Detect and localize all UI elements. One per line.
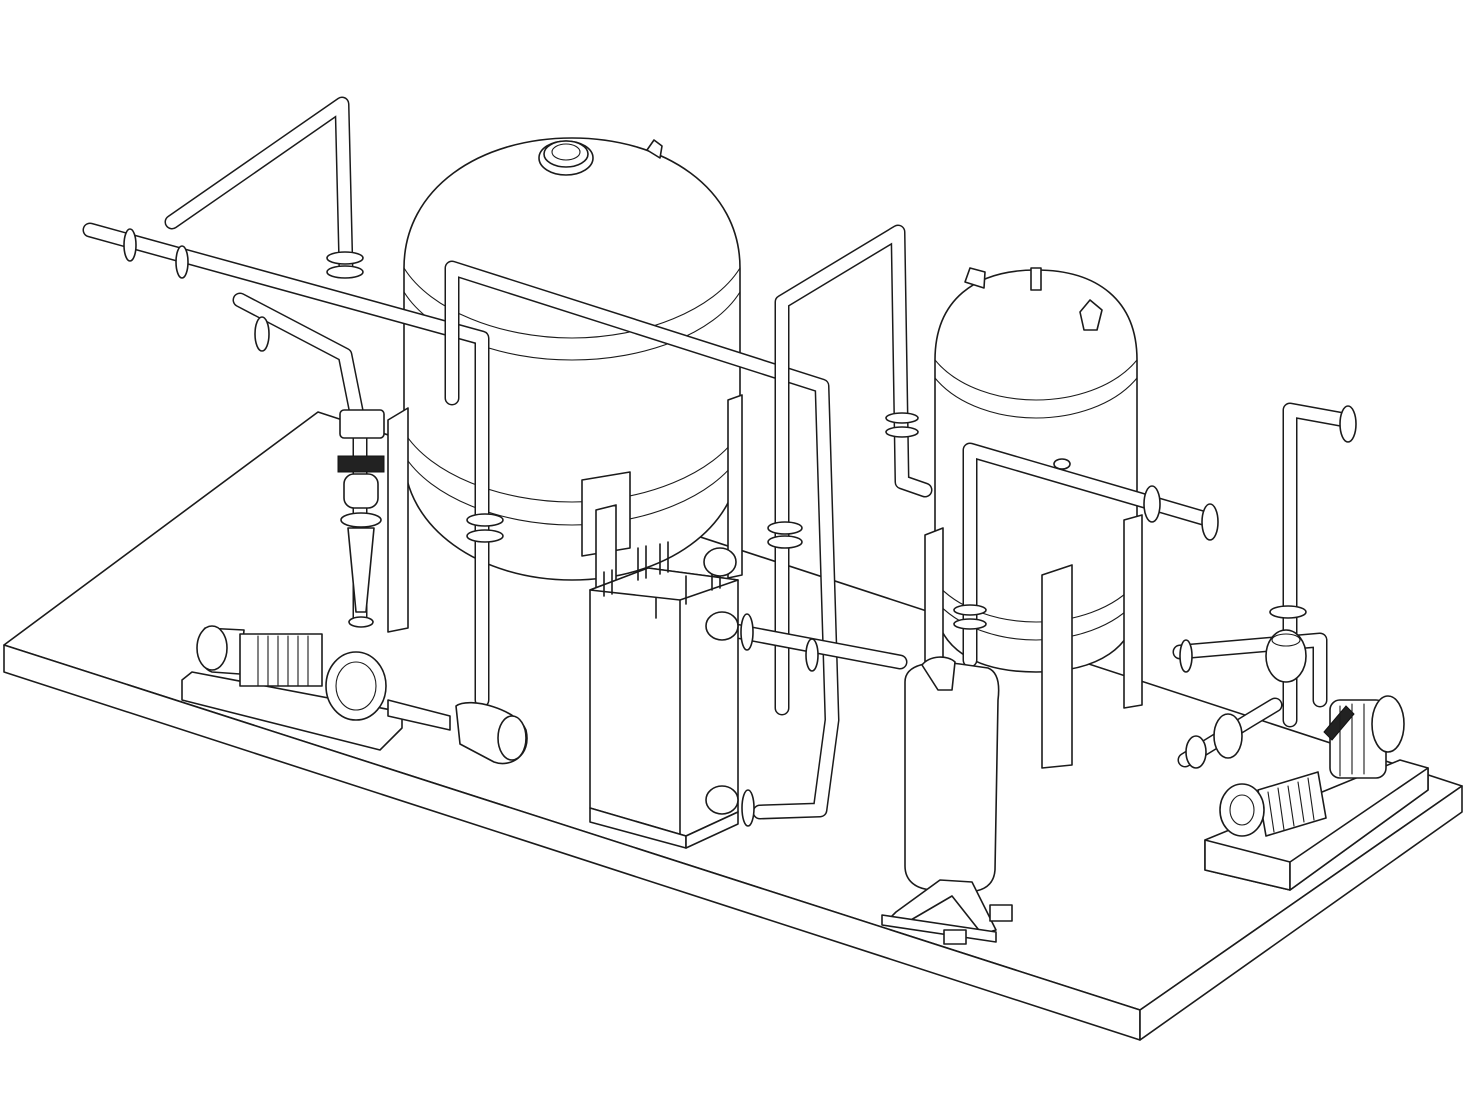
motor-fan-cover — [1323, 703, 1365, 777]
pipe-flanges — [123, 228, 1357, 827]
pump-right — [1185, 629, 1429, 891]
check-valve — [337, 409, 385, 628]
coupling-guard — [1267, 777, 1315, 833]
lifting-lug — [964, 267, 986, 289]
lifting-lug — [1079, 299, 1103, 331]
top-nozzle — [1030, 267, 1042, 291]
lifting-lug — [646, 139, 663, 159]
manway-flange — [538, 140, 594, 176]
expansion-vessel — [881, 656, 1013, 945]
main-pump-left — [181, 625, 528, 765]
plate-heat-exchanger — [589, 541, 739, 849]
motor-fins — [257, 635, 309, 687]
vessel-legs — [387, 394, 743, 633]
